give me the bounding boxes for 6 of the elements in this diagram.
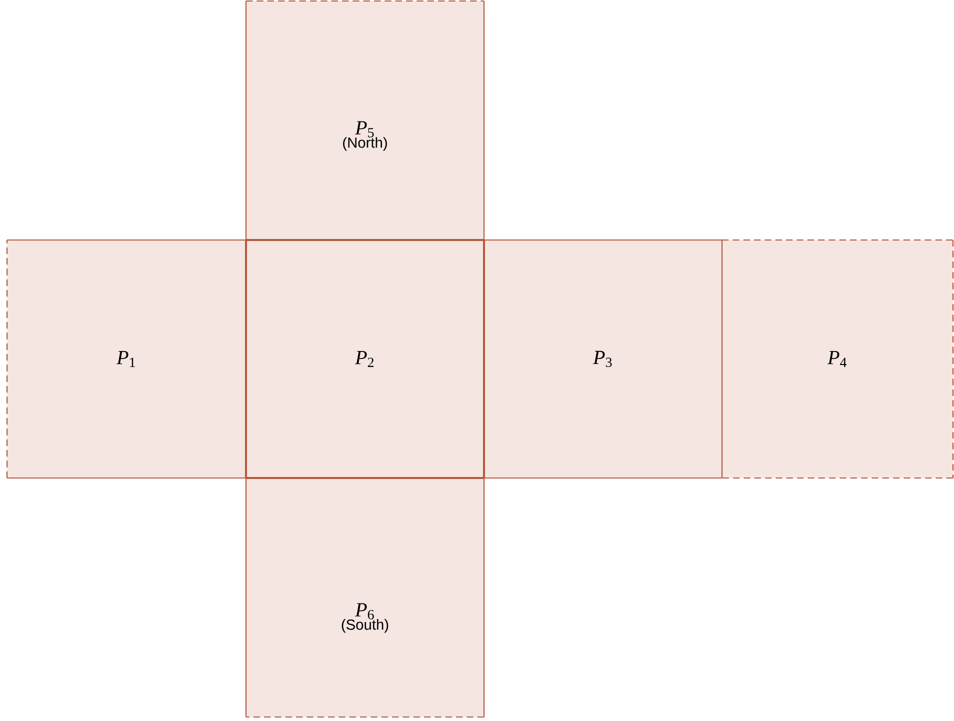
- face-square: P$_{4}$: [721, 239, 954, 479]
- face-square: P$_{5}$ (North): [245, 0, 485, 241]
- face-square: P$_{3}$: [483, 239, 723, 479]
- face-square: P$_{1}$: [6, 239, 247, 479]
- face-square: P$_{6}$ (South): [245, 477, 485, 718]
- face-square: P$_{2}$: [245, 239, 485, 479]
